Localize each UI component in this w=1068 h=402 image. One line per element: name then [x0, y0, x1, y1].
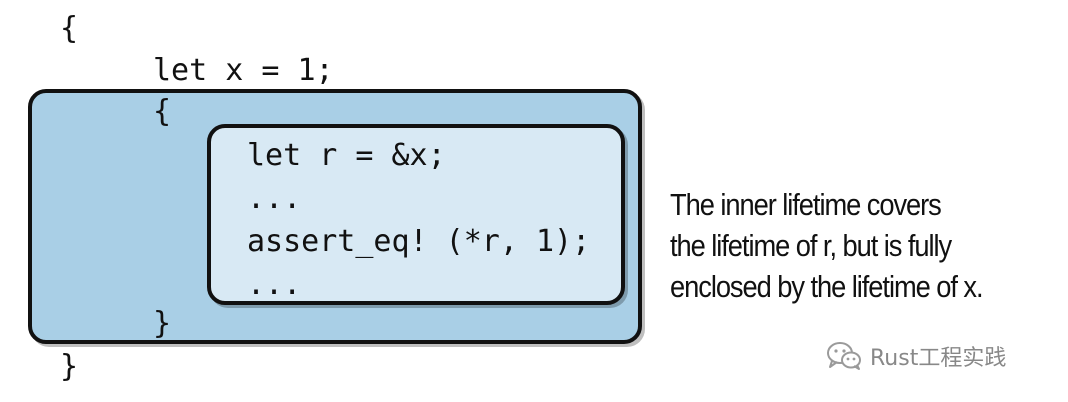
code-ellipsis-1: ... [247, 181, 302, 216]
wechat-icon [826, 341, 862, 371]
caption-line-1: The inner lifetime covers [670, 187, 942, 222]
code-inner-close-brace: } [153, 306, 172, 341]
code-let-x: let x = 1; [153, 53, 334, 88]
code-assert-eq: assert_eq! (*r, 1); [247, 224, 591, 259]
watermark-text: Rust工程实践 [870, 346, 1007, 371]
code-outer-close-brace: } [60, 349, 79, 384]
caption-line-3: enclosed by the lifetime of x. [670, 269, 984, 304]
inner-lifetime-box [207, 124, 625, 305]
code-inner-open-brace: { [153, 94, 172, 129]
code-let-r: let r = &x; [247, 138, 446, 173]
lifetime-caption: The inner lifetime covers the lifetime o… [670, 184, 1013, 307]
code-ellipsis-2: ... [247, 267, 302, 302]
watermark: Rust工程实践 [826, 340, 1006, 372]
code-outer-open-brace: { [60, 11, 79, 46]
caption-line-2: the lifetime of r, but is fully [670, 228, 952, 263]
